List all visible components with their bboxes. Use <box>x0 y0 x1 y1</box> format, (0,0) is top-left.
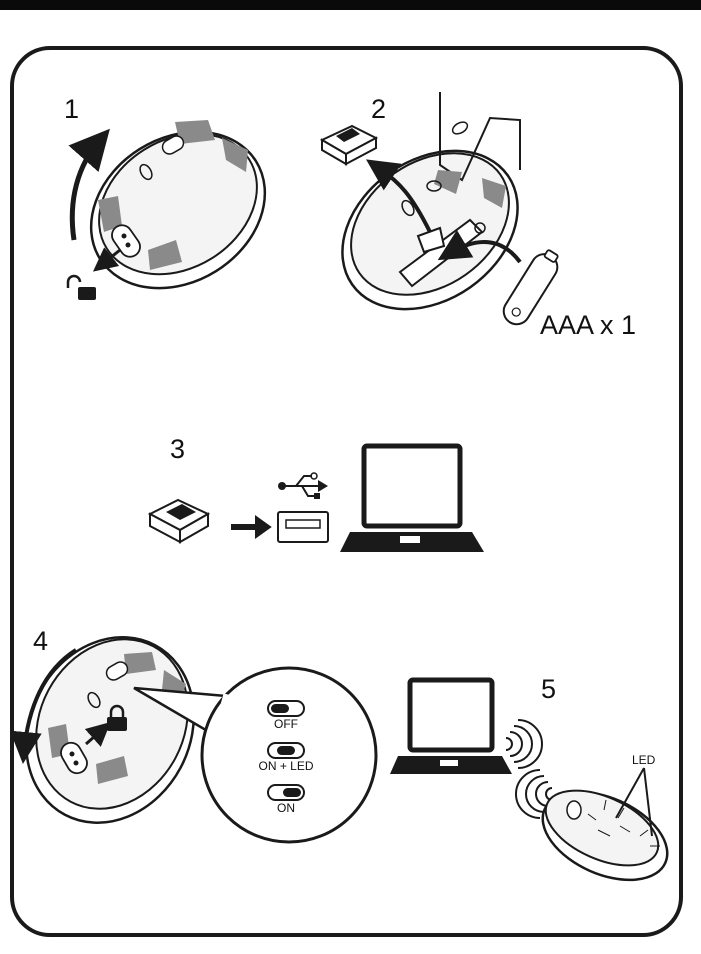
switch-on-icon <box>268 785 304 800</box>
step3-laptop <box>340 446 484 552</box>
step1-number: 1 <box>64 96 79 123</box>
battery-label: AAA x 1 <box>540 312 636 339</box>
arrow-icon <box>232 517 270 537</box>
unlock-icon <box>68 276 96 300</box>
step5-laptop <box>390 680 512 774</box>
switch-off-label: OFF <box>246 718 326 730</box>
switch-on-led-label: ON + LED <box>246 760 326 772</box>
switch-on-label: ON <box>246 802 326 814</box>
step5-number: 5 <box>541 676 556 703</box>
switch-off-icon <box>268 701 304 716</box>
led-label: LED <box>632 754 655 766</box>
usb-port <box>278 512 328 542</box>
step4-number: 4 <box>33 628 48 655</box>
step2-number: 2 <box>371 96 386 123</box>
step5-mouse <box>529 774 681 897</box>
wireless-signal-icon <box>506 720 542 768</box>
step1-mouse-bottom <box>62 100 294 320</box>
step3-number: 3 <box>170 436 185 463</box>
usb-symbol-icon <box>278 473 328 499</box>
step2-receiver <box>322 126 376 164</box>
step3-receiver <box>150 500 208 542</box>
switch-on-led-icon <box>268 743 304 758</box>
